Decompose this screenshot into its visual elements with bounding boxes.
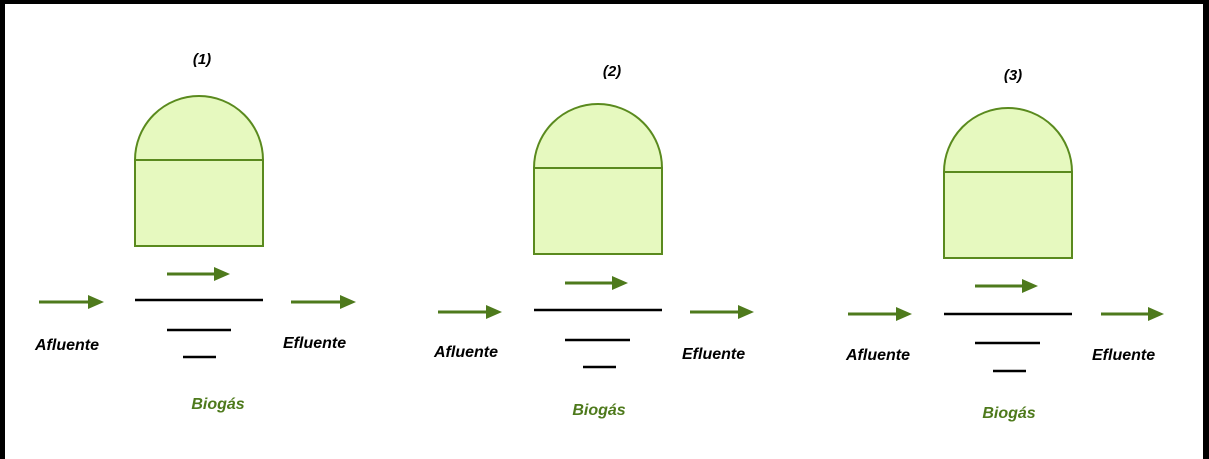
reactor-unit-graphic [39,95,356,359]
reactor-unit-2: (2) Afluente Efluente Biogás [418,0,758,459]
influent-arrow [438,305,502,319]
tank-body [134,159,264,247]
effluent-arrow [690,305,754,319]
tank-dome [133,95,265,161]
effluent-arrow [1101,307,1164,321]
effluent-label: Efluente [1092,347,1156,364]
tank-body [533,167,663,255]
frame-border-left [0,0,5,459]
reactor-unit-3: (3) Afluente Efluente Biogás [828,0,1168,459]
tank-dome [532,103,664,169]
influent-label: Afluente [846,347,910,364]
tank-body [943,171,1073,259]
unit-label: (3) [1003,67,1023,84]
frame-border-top [0,0,1209,4]
unit-label: (2) [602,63,622,80]
tank-dome [942,107,1074,173]
effluent-label: Efluente [283,335,347,352]
effluent-arrow [291,295,356,309]
frame-border-right [1203,0,1209,459]
influent-arrow [848,307,912,321]
biogas-label: Biogás [572,402,626,419]
biogas-arrow [167,267,230,281]
influent-label: Afluente [434,344,498,361]
biogas-label: Biogás [191,396,245,413]
unit-label: (1) [192,51,212,68]
effluent-label: Efluente [682,346,746,363]
reactor-unit-1: (1) Afluente Efluente Biogás [20,0,360,459]
reactor-unit-graphic [848,107,1164,373]
biogas-arrow [565,276,628,290]
influent-label: Afluente [35,337,99,354]
influent-arrow [39,295,104,309]
biogas-arrow [975,279,1038,293]
reactor-unit-graphic [438,103,754,369]
biogas-label: Biogás [982,405,1036,422]
